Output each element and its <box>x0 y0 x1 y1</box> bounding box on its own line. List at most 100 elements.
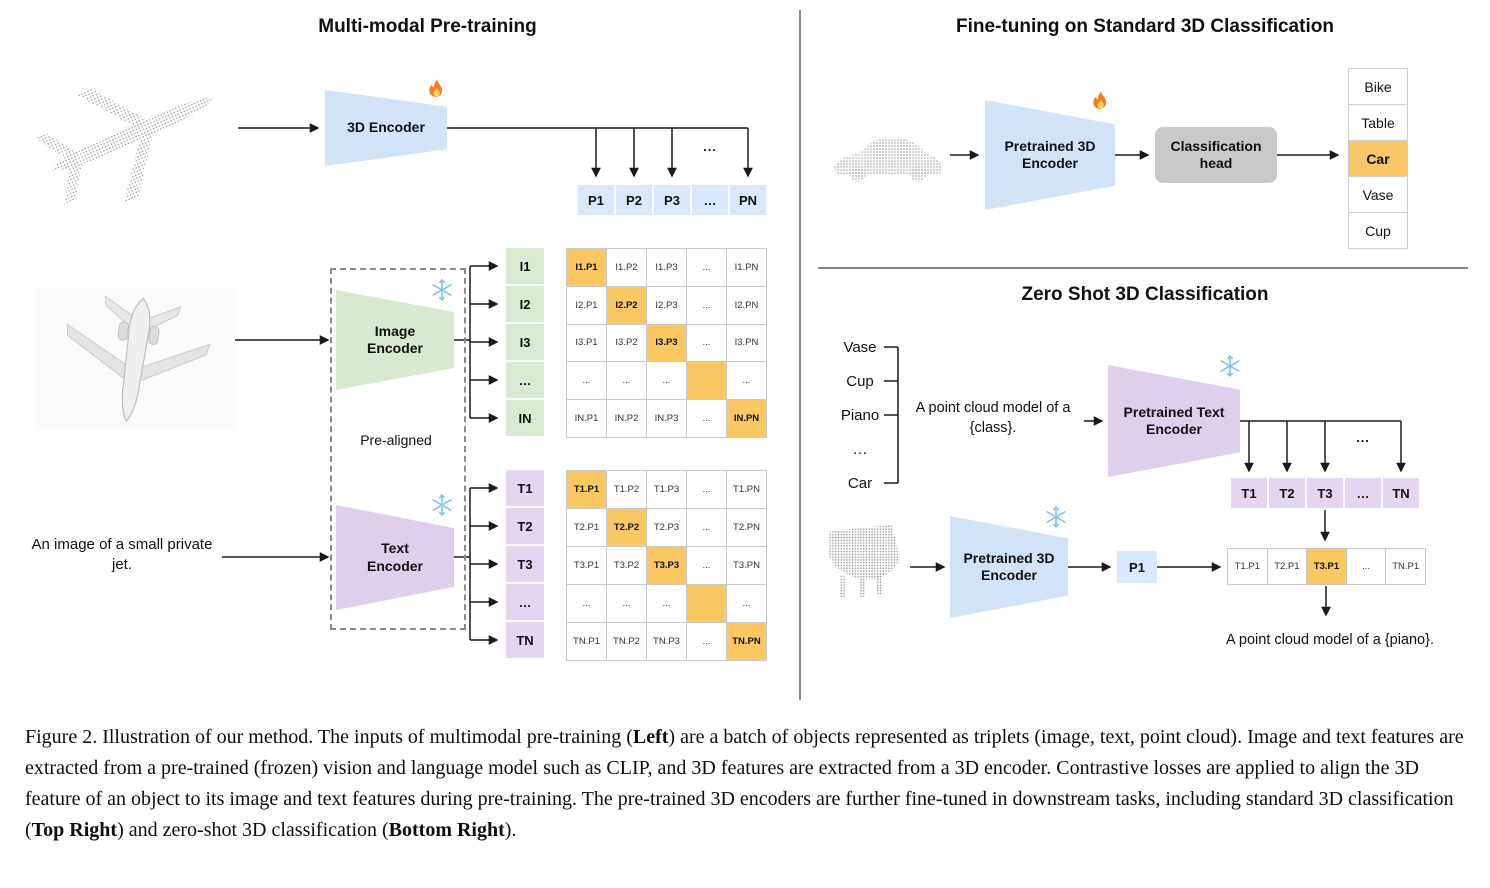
matrix-cell: I2.PN <box>727 286 767 325</box>
matrix-cell: ... <box>687 400 727 438</box>
matrix-cell: I1.P2 <box>607 249 647 287</box>
i-header-cell: IN <box>506 400 544 436</box>
matrix-cell: T1.P1 <box>1228 549 1268 585</box>
matrix-cell: ... <box>607 362 647 401</box>
airplane-point-cloud <box>35 87 214 204</box>
matrix-cell: T2.P1 <box>1267 549 1308 585</box>
pre-aligned-label: Pre-aligned <box>360 432 432 448</box>
caption-bold-segment: Top Right <box>31 819 118 841</box>
class-cell: Table <box>1348 104 1408 141</box>
matrix-cell: I1.P3 <box>647 249 687 287</box>
matrix-cell: ... <box>567 362 607 401</box>
matrix-cell: T3.P1 <box>567 547 607 585</box>
matrix-cell: ... <box>1346 549 1387 585</box>
matrix-cell: T2.P3 <box>647 509 687 547</box>
i-header-cell: … <box>506 362 544 398</box>
matrix-cell: ... <box>647 585 687 623</box>
pretraining-title: Multi-modal Pre-training <box>318 16 537 37</box>
pretrained-text-encoder-label: Pretrained Text Encoder <box>1123 403 1225 438</box>
matrix-cell: T3.P2 <box>607 547 647 585</box>
fire-icon <box>1093 91 1107 109</box>
matrix-cell: T2.P2 <box>607 509 647 547</box>
p-header-cell: P1 <box>578 185 614 215</box>
classification-head-label: Classification head <box>1170 137 1262 172</box>
zs-class-label: Piano <box>840 406 880 424</box>
p-header-cell: P2 <box>616 185 652 215</box>
3d-encoder-label: 3D Encoder <box>347 119 425 136</box>
matrix-cell: T2.P1 <box>567 509 607 547</box>
matrix-cell: ... <box>687 249 727 287</box>
zs-class-label: Car <box>847 474 873 492</box>
matrix-cell: I2.P2 <box>607 286 647 325</box>
matrix-cell: TN.P3 <box>647 623 687 661</box>
airplane-image <box>35 288 235 430</box>
zs-class-label: Cup <box>846 372 874 390</box>
text-encoder-label: Text Encoder <box>366 540 423 574</box>
caption-segment: ). <box>504 819 517 841</box>
matrix-cell: T3.P1 <box>1307 549 1347 585</box>
matrix-cell: ... <box>647 362 687 401</box>
prompt-text: A point cloud model of a {class}. <box>915 400 1071 437</box>
p-header-cell: … <box>692 185 728 215</box>
p-header-cell: PN <box>730 185 766 215</box>
matrix-cell: ... <box>687 509 727 547</box>
t-header-cell: T1 <box>506 470 544 506</box>
t-header-cell: TN <box>506 622 544 658</box>
figure-caption: Figure 2. Illustration of our method. Th… <box>25 722 1473 846</box>
matrix-cell: IN.P2 <box>607 400 647 438</box>
pretrained-3d-encoder-zeroshot-label: Pretrained 3D Encoder <box>963 549 1055 584</box>
t-header-cell: T2 <box>1269 478 1305 508</box>
matrix-cell: ... <box>687 286 727 325</box>
class-cell: Bike <box>1348 68 1408 105</box>
caption-segment: ) are a batch of objects represented as … <box>25 726 1464 841</box>
zs-class-label: Vase <box>843 338 877 356</box>
matrix-cell: I3.P1 <box>567 324 607 363</box>
class-cell: Vase <box>1348 176 1408 213</box>
class-cell: Car <box>1348 140 1408 177</box>
fire-icon <box>429 79 443 97</box>
connector-lines <box>222 10 1468 700</box>
i-header-cell: I3 <box>506 324 544 360</box>
matrix-cell: ... <box>687 471 727 509</box>
t-header-cell: T3 <box>1307 478 1343 508</box>
matrix-cell: IN.PN <box>727 400 767 438</box>
matrix-cell: ... <box>727 585 767 623</box>
t-header-cell: T3 <box>506 546 544 582</box>
matrix-cell: IN.P1 <box>567 400 607 438</box>
matrix-cell: ... <box>607 585 647 623</box>
matrix-cell: ... <box>687 623 727 661</box>
matrix-cell: I2.P3 <box>647 286 687 325</box>
t-header-cell: … <box>1345 478 1381 508</box>
piano-point-cloud <box>828 525 900 597</box>
matrix-cell: T1.P2 <box>607 471 647 509</box>
caption-segment: ) and zero-shot 3D classification ( <box>117 819 389 841</box>
matrix-cell: ... <box>687 547 727 585</box>
t-header-cell: T1 <box>1231 478 1267 508</box>
matrix-cell: T1.P1 <box>567 471 607 509</box>
snowflake-icon <box>1220 355 1240 377</box>
i-header-cell: I1 <box>506 248 544 284</box>
pre-aligned-box <box>330 268 466 630</box>
snowflake-icon <box>1046 506 1066 528</box>
matrix-cell <box>687 585 727 623</box>
matrix-cell: TN.P1 <box>567 623 607 661</box>
car-point-cloud <box>834 137 942 182</box>
caption-bold-segment: Bottom Right <box>388 819 505 841</box>
matrix-cell: TN.P1 <box>1386 549 1426 585</box>
t-header-cell: T2 <box>506 508 544 544</box>
matrix-cell: TN.PN <box>727 623 767 661</box>
ellipsis-label: ... <box>703 139 717 154</box>
p-header-cell: P3 <box>654 185 690 215</box>
pretrained-3d-encoder-label: Pretrained 3D Encoder <box>1004 137 1096 172</box>
t-header-cell: TN <box>1383 478 1419 508</box>
matrix-cell: I1.P1 <box>567 249 607 287</box>
class-cell: Cup <box>1348 212 1408 249</box>
matrix-cell: I3.P3 <box>647 324 687 363</box>
matrix-cell: T1.P3 <box>647 471 687 509</box>
